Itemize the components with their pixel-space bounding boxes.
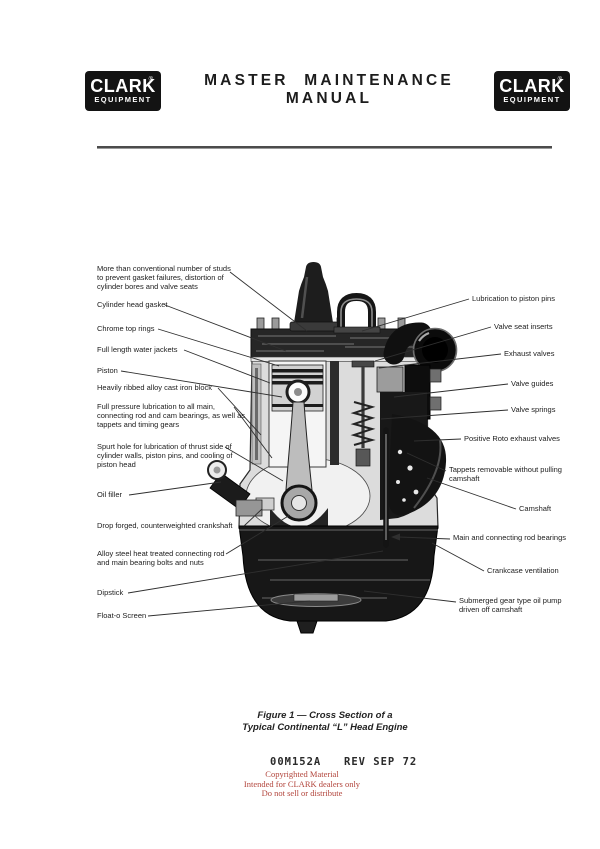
header-divider <box>97 146 552 149</box>
tube-flange <box>333 326 381 334</box>
tube-highlight <box>340 298 373 329</box>
crank-counterweight <box>270 508 328 527</box>
callout-label-float-o-screen: Float-o Screen <box>97 611 147 620</box>
document-part-number: 00M152A <box>270 756 322 768</box>
callout-label-exhaust-valves: Exhaust valves <box>504 349 555 358</box>
head-texture <box>256 335 418 352</box>
housing-speckles <box>396 449 419 502</box>
leader-lines <box>120 271 517 617</box>
clark-equipment-logo: CLARK ® EQUIPMENT <box>494 71 570 111</box>
manifold-tab <box>429 368 442 383</box>
callout-label-studs: More than conventional number of studs t… <box>97 264 231 291</box>
copyright-notice: Copyrighted Material Intended for CLARK … <box>202 769 402 799</box>
logo-brand-text: CLARK <box>499 76 565 96</box>
filler-bracket <box>235 499 263 517</box>
piston-pin-center <box>294 388 302 396</box>
callout-label-tappets: Tappets removable without pulling camsha… <box>449 465 562 483</box>
callout-label-pressure-lubrication: Full pressure lubrication to all main, c… <box>97 402 246 429</box>
oil-filler-cap-center <box>213 466 221 474</box>
valve-cover-block <box>376 366 404 393</box>
callout-label-valve-guides: Valve guides <box>511 379 554 388</box>
exhaust-highlight <box>418 331 430 342</box>
callout-label-valve-seat-inserts: Valve seat inserts <box>494 322 553 331</box>
camshaft-gear-housing <box>388 414 447 516</box>
air-cleaner-stack <box>293 262 334 329</box>
callout-label-head-gasket: Cylinder head gasket <box>97 300 168 309</box>
figure-caption: Figure 1 — Cross Section of a Typical Co… <box>185 710 465 733</box>
drain-plug <box>296 620 318 634</box>
exhaust-valve-head <box>351 360 375 368</box>
valve-spring-coil <box>350 401 376 446</box>
manifold-tab <box>429 396 442 411</box>
logo-sub-text: EQUIPMENT <box>503 95 561 104</box>
callout-label-piston: Piston <box>97 366 118 375</box>
oil-pan <box>238 525 439 622</box>
callout-label-water-jackets: Full length water jackets <box>97 345 178 354</box>
callout-label-cast-iron-block: Heavily ribbed alloy cast iron block <box>97 383 213 392</box>
air-cleaner-highlight <box>300 276 309 319</box>
callout-label-piston-pin-lubrication: Lubrication to piston pins <box>472 294 555 303</box>
figure-caption-line1: Figure 1 — Cross Section of a <box>257 710 393 721</box>
figure-caption-line2: Typical Continental “L” Head Engine <box>242 721 408 733</box>
page-title: MASTER MAINTENANCE MANUAL <box>204 72 454 107</box>
registered-trademark-icon: ® <box>557 77 562 83</box>
callout-label-camshaft: Camshaft <box>519 504 552 513</box>
callout-label-oil-filler: Oil filler <box>97 490 123 499</box>
callout-label-crankcase-ventilation: Crankcase ventilation <box>487 566 559 575</box>
logo-sub-text: EQUIPMENT <box>94 95 152 104</box>
water-jacket-channel <box>255 368 258 460</box>
callout-label-crankshaft: Drop forged, counterweighted crankshaft <box>97 521 233 530</box>
copyright-notice-line1: Copyrighted Material <box>265 769 339 779</box>
callout-label-spurt-hole: Spurt hole for lubrication of thrust sid… <box>97 442 233 469</box>
callout-label-main-bearings: Main and connecting rod bearings <box>453 533 566 542</box>
copyright-notice-line3: Do not sell or distribute <box>261 788 343 798</box>
clark-equipment-logo: CLARK ® EQUIPMENT <box>85 71 161 111</box>
arrowhead-icon <box>391 533 400 541</box>
callout-label-valve-springs: Valve springs <box>511 405 556 414</box>
callout-label-roto-exhaust-valves: Positive Roto exhaust valves <box>464 434 560 443</box>
exhaust-elbow <box>383 322 432 365</box>
valve-chamber-wall <box>330 361 339 465</box>
crankpin <box>291 495 307 511</box>
engine-art <box>207 262 458 634</box>
revision-stamp: REV SEP 72 <box>344 756 418 768</box>
housing-highlight <box>413 439 442 509</box>
oil-pump-body <box>293 593 339 602</box>
callout-label-oil-pump: Submerged gear type oil pump driven off … <box>459 596 562 614</box>
tappet <box>355 448 371 467</box>
copyright-notice-line2: Intended for CLARK dealers only <box>243 778 361 789</box>
callout-label-dipstick: Dipstick <box>97 588 124 597</box>
logo-brand-text: CLARK <box>90 76 156 96</box>
registered-trademark-icon: ® <box>148 77 153 83</box>
callout-label-connecting-rod-bolts: Alloy steel heat treated connecting rod … <box>97 549 225 567</box>
exhaust-outlet-bore <box>422 337 448 363</box>
callout-label-chrome-rings: Chrome top rings <box>97 324 155 333</box>
